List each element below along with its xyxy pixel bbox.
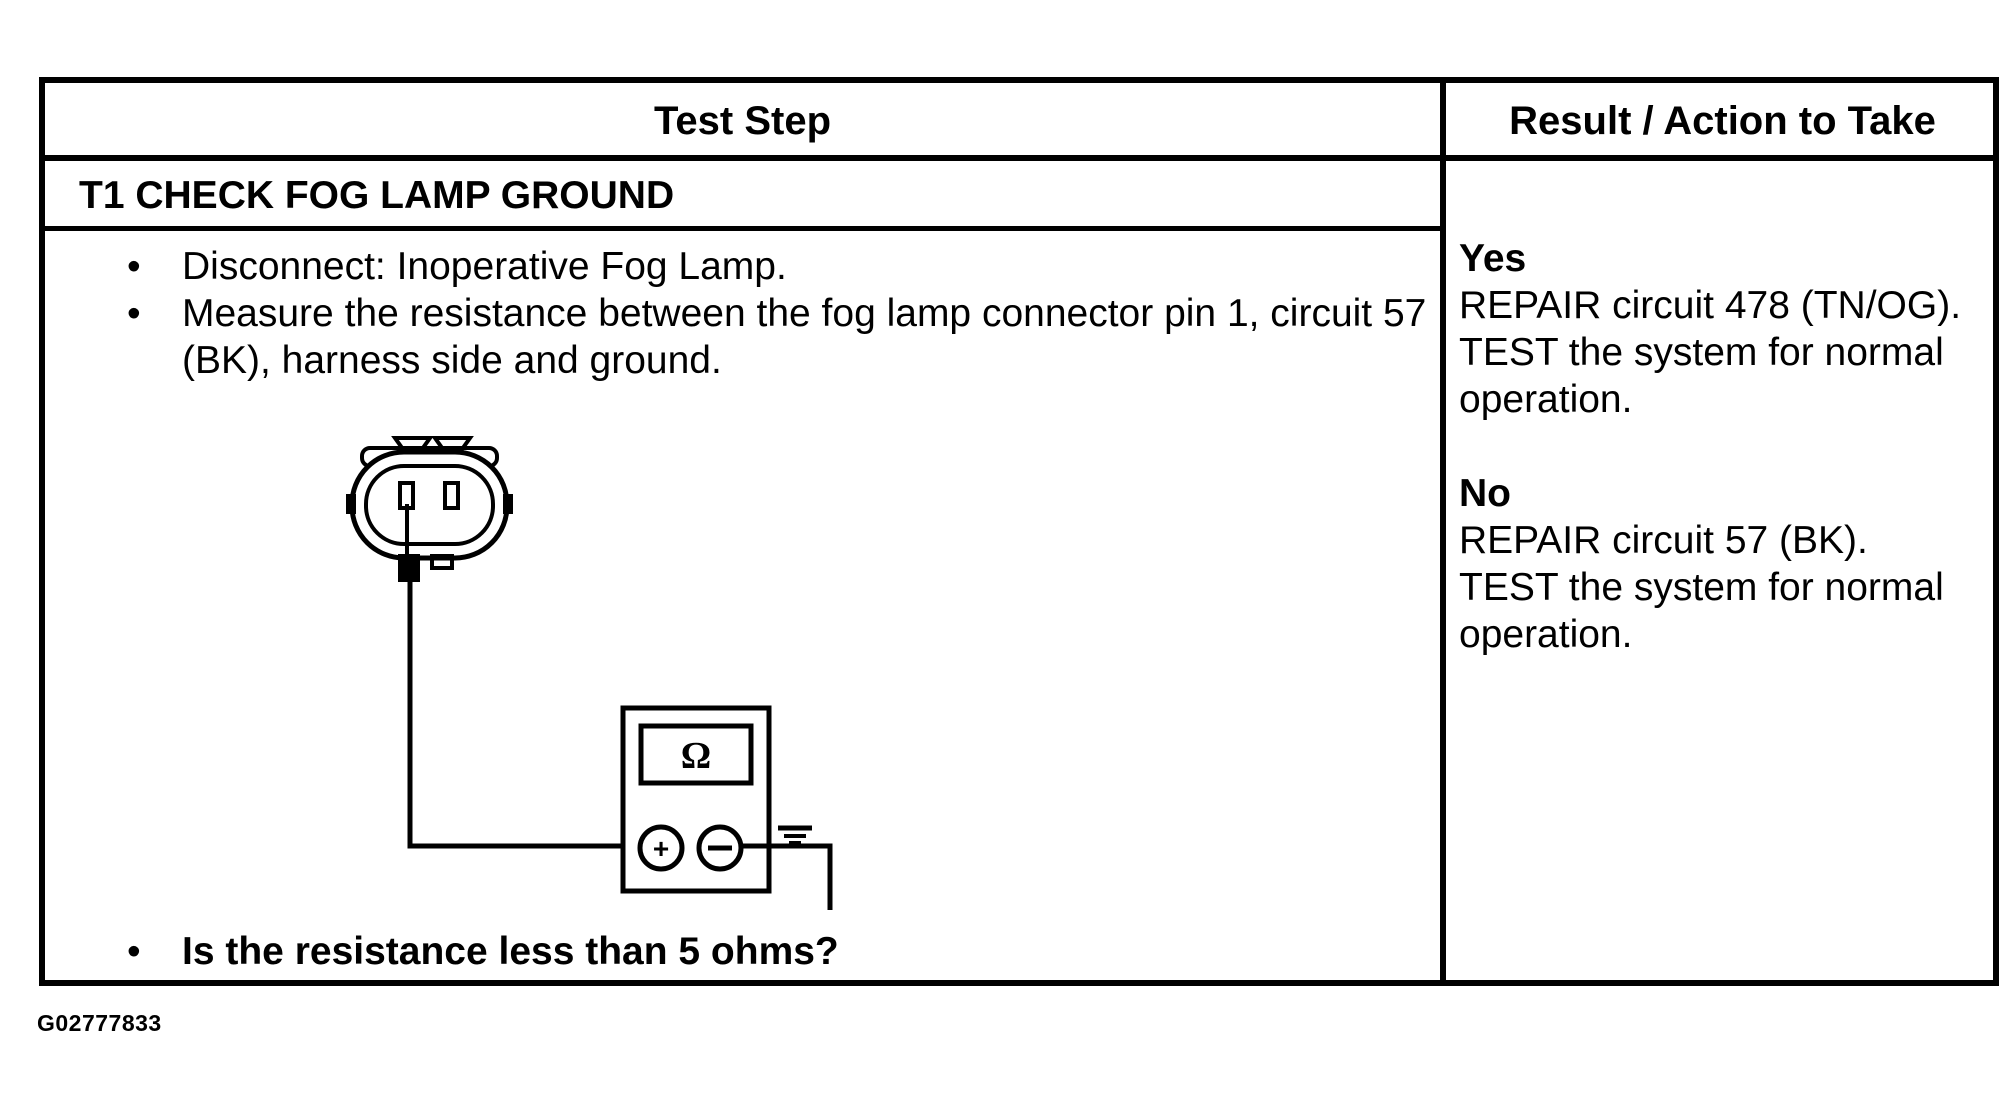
- connector-icon: [346, 436, 513, 582]
- test-question: • Is the resistance less than 5 ohms?: [127, 928, 839, 975]
- figure-id: G02777833: [37, 1010, 162, 1036]
- step-instructions: • Disconnect: Inoperative Fog Lamp. • Meas…: [127, 243, 1427, 384]
- result-yes-action: REPAIR circuit 478 (TN/OG).: [1459, 284, 1962, 327]
- header-divider: [45, 155, 1993, 161]
- result-no-label: No: [1459, 472, 1511, 515]
- header-result-action: Result / Action to Take: [1509, 99, 1936, 143]
- result-no-action: TEST the system for normal operation.: [1459, 566, 1944, 656]
- header-test-step: Test Step: [653, 99, 832, 143]
- instruction-item: • Disconnect: Inoperative Fog Lamp.: [127, 243, 1427, 290]
- ohm-symbol: Ω: [681, 735, 711, 777]
- test-step-table: Test Step Result / Action to Take T1 CHE…: [39, 77, 1999, 986]
- result-yes: Yes REPAIR circuit 478 (TN/OG). TEST the…: [1459, 235, 1999, 423]
- svg-text:+: +: [653, 833, 669, 864]
- result-no-action: REPAIR circuit 57 (BK).: [1459, 519, 1868, 562]
- ohmmeter-icon: Ω +: [620, 705, 772, 894]
- positive-lead: [407, 580, 625, 849]
- result-yes-label: Yes: [1459, 237, 1527, 280]
- step-title-divider: [45, 226, 1440, 231]
- column-divider: [1440, 83, 1446, 980]
- result-no: No REPAIR circuit 57 (BK). TEST the syst…: [1459, 470, 1999, 658]
- bullet-icon: •: [127, 245, 141, 288]
- ground-icon: [778, 825, 812, 845]
- negative-lead: [741, 843, 833, 910]
- result-column: Yes REPAIR circuit 478 (TN/OG). TEST the…: [1459, 235, 1999, 705]
- bullet-icon: •: [127, 292, 141, 335]
- question-text: Is the resistance less than 5 ohms?: [182, 930, 839, 973]
- wiring-diagram: Ω +: [300, 430, 900, 910]
- instruction-item: • Measure the resistance between the fog …: [127, 290, 1427, 384]
- step-title: T1 CHECK FOG LAMP GROUND: [79, 174, 675, 217]
- instruction-text: Measure the resistance between the fog l…: [182, 292, 1427, 382]
- instruction-text: Disconnect: Inoperative Fog Lamp.: [182, 245, 787, 288]
- bullet-icon: •: [127, 930, 141, 973]
- result-yes-action: TEST the system for normal operation.: [1459, 331, 1944, 421]
